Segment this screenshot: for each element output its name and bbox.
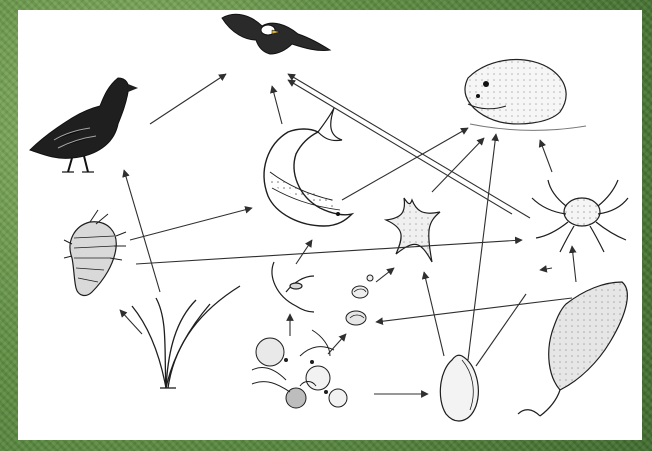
clam-icon bbox=[440, 355, 478, 421]
arrow-isopod-to-salmon bbox=[130, 208, 252, 240]
arrow-salmon-to-seal bbox=[342, 128, 468, 200]
arrow-seagrass-to-isopod bbox=[120, 310, 142, 334]
arrow-shrimp-to-salmon bbox=[296, 240, 312, 264]
arrow-kelp-to-snails bbox=[376, 298, 572, 322]
arrow-plankton-to-snails bbox=[328, 334, 346, 354]
arrow-salmon-to-eagle bbox=[272, 86, 282, 124]
seagrass-icon bbox=[132, 286, 240, 388]
snail-icon bbox=[346, 275, 373, 325]
arrow-snails-to-starfish bbox=[376, 268, 394, 282]
arrow-starfish-to-seal bbox=[432, 138, 484, 192]
seal-icon bbox=[465, 60, 586, 131]
starfish-icon bbox=[386, 198, 440, 262]
isopod-icon bbox=[64, 210, 126, 295]
arrow-isopod-to-crab bbox=[136, 240, 522, 264]
eagle-icon bbox=[222, 14, 330, 54]
arrow-crab-to-seal bbox=[540, 140, 552, 172]
arrow-small-to-crab bbox=[540, 268, 552, 270]
plankton-icon bbox=[252, 330, 347, 408]
arrow-clam-to-seal bbox=[468, 134, 496, 360]
goose-icon bbox=[30, 78, 138, 172]
shrimp-icon bbox=[272, 262, 314, 312]
crab-icon bbox=[532, 180, 628, 252]
arrow-kelp-to-crab bbox=[572, 246, 576, 282]
arrow-goose-to-eagle bbox=[150, 74, 226, 124]
salmon-icon bbox=[264, 108, 352, 226]
arrow-seagrass-to-goose bbox=[124, 170, 160, 292]
